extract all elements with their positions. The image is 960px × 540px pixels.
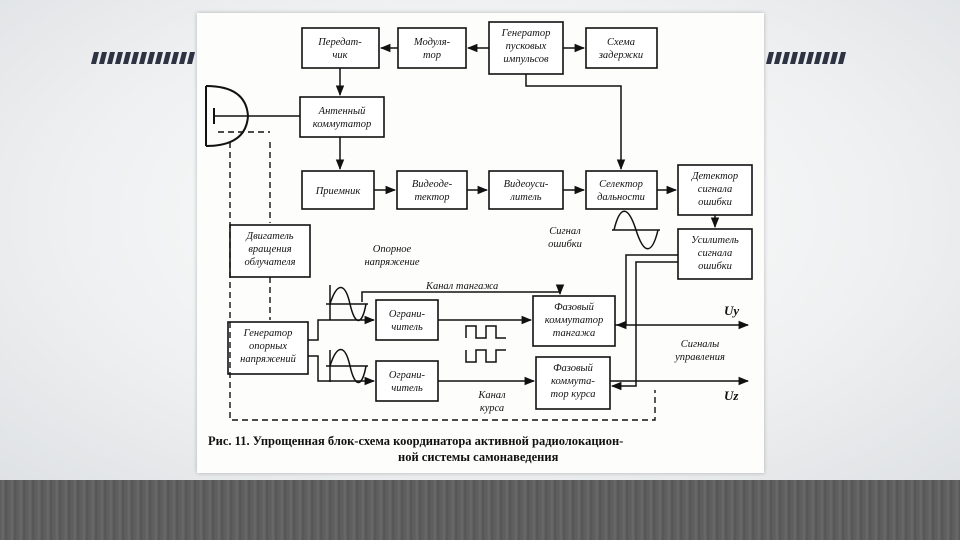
- label-pitch-channel: Канал тангажа: [425, 281, 498, 292]
- antenna-dish-icon: [205, 85, 300, 147]
- block-receiver: Приемник: [301, 170, 375, 210]
- dashed-mechanical-links: [218, 131, 656, 421]
- svg-text:Ограни-читель: Ограни-читель: [389, 309, 426, 333]
- block-video-detector: Видеоде-тектор: [396, 170, 468, 210]
- square-wave-icon-bottom: [465, 349, 506, 363]
- block-transmitter: Передат-чик: [301, 27, 380, 69]
- svg-text:Видеоуси-литель: Видеоуси-литель: [504, 179, 549, 203]
- decorative-stripes-left: [91, 52, 195, 64]
- decorative-stripes-right: [766, 52, 846, 64]
- svg-text:Передат-чик: Передат-чик: [317, 37, 362, 61]
- reference-sine-icon-top: [326, 285, 368, 322]
- slide-floor-band: [0, 480, 960, 540]
- reference-sine-icon-bottom: [326, 348, 368, 384]
- svg-text:Модуля-тор: Модуля-тор: [413, 37, 451, 61]
- svg-text:Видеоде-тектор: Видеоде-тектор: [412, 179, 453, 203]
- block-limiter-bottom: Ограни-читель: [375, 360, 439, 402]
- label-uy: Uy: [724, 303, 739, 318]
- block-limiter-top: Ограни-читель: [375, 299, 439, 341]
- svg-text:Ограни-читель: Ограни-читель: [389, 370, 426, 394]
- caption-line-1: Рис. 11. Упрощенная блок-схема координат…: [208, 434, 624, 448]
- label-uz: Uz: [724, 388, 739, 403]
- svg-text:Приемник: Приемник: [315, 186, 361, 197]
- block-modulator: Модуля-тор: [397, 27, 467, 69]
- square-wave-icon-top: [465, 325, 506, 339]
- sine-wave-error-icon: [612, 210, 660, 250]
- figure-caption: Рис. 11. Упрощенная блок-схема координат…: [208, 433, 768, 465]
- connector-lines: [308, 43, 750, 391]
- caption-line-2: ной системы самонаведения: [398, 450, 559, 464]
- block-video-amplifier: Видеоуси-литель: [488, 170, 564, 210]
